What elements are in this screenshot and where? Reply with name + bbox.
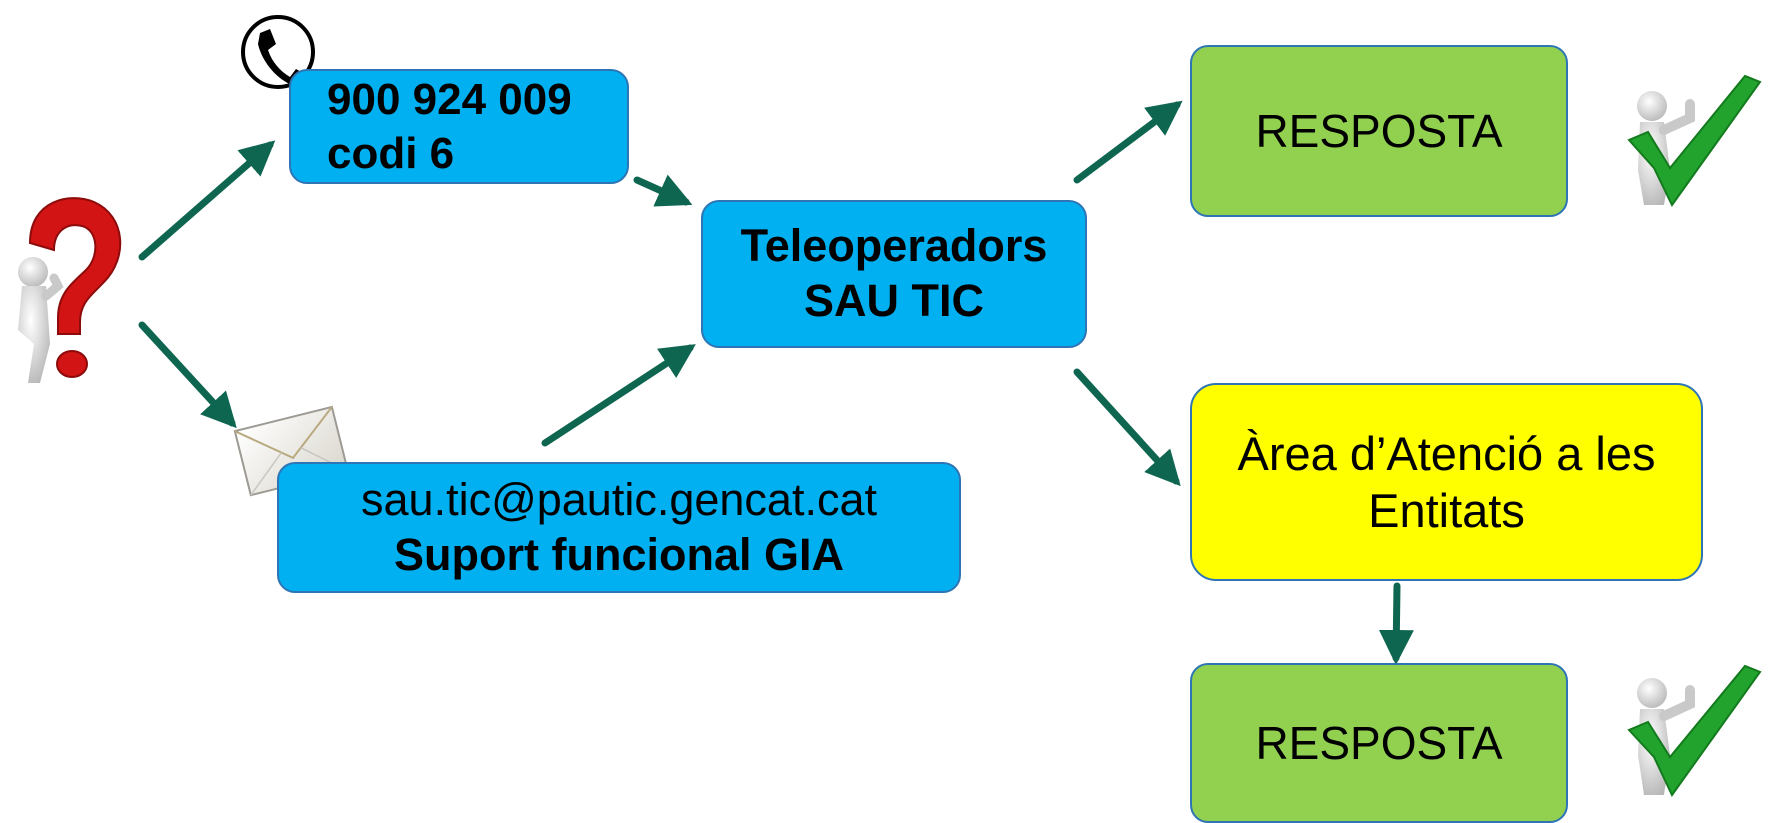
arrow-to-response-top	[1073, 100, 1183, 184]
attention-area-box: Àrea d’Atenció a les Entitats	[1190, 383, 1703, 581]
question-person-icon	[18, 197, 122, 383]
phone-number: 900 924 009	[327, 74, 572, 124]
response-label: RESPOSTA	[1255, 104, 1503, 157]
attention-area-line1: Àrea d’Atenció a les	[1237, 426, 1656, 480]
phone-code: codi 6	[327, 128, 455, 178]
arrow-to-phone	[138, 140, 276, 261]
arrow-to-response-bottom	[1378, 582, 1414, 665]
check-person-icon	[1627, 664, 1762, 797]
arrow-to-attention-area	[1073, 368, 1181, 487]
teleoperators-box: Teleoperadors SAU TIC	[701, 200, 1087, 348]
arrow-to-email	[138, 321, 237, 429]
sau-tic-label: SAU TIC	[804, 275, 984, 326]
email-address: sau.tic@pautic.gencat.cat	[361, 473, 877, 525]
attention-area-line2: Entitats	[1368, 484, 1525, 537]
response-box-bottom: RESPOSTA	[1190, 663, 1568, 823]
arrows	[138, 100, 1414, 665]
email-support-label: Suport funcional GIA	[394, 528, 844, 580]
email-box: sau.tic@pautic.gencat.cat Suport funcion…	[277, 462, 961, 593]
response-box-top: RESPOSTA	[1190, 45, 1568, 217]
phone-box: 900 924 009 codi 6	[289, 69, 629, 184]
arrow-phone-to-teleoperators	[633, 174, 693, 207]
teleoperators-label: Teleoperadors	[740, 220, 1048, 272]
arrow-email-to-teleoperators	[541, 344, 696, 447]
response-label: RESPOSTA	[1255, 716, 1503, 769]
check-person-icon	[1627, 74, 1762, 207]
